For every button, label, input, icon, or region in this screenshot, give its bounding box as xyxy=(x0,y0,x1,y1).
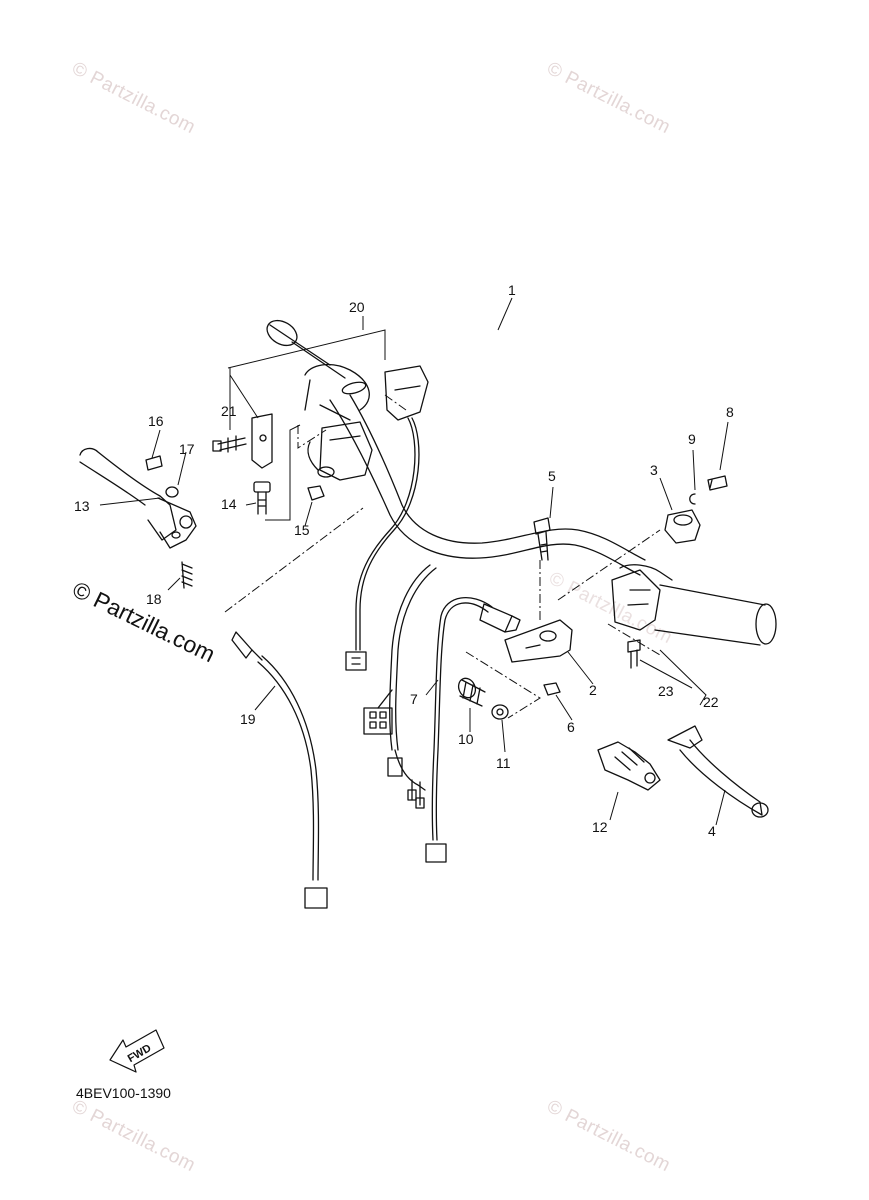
callout-19: 19 xyxy=(240,711,256,727)
clutch-lever-right xyxy=(667,725,769,818)
callout-8: 8 xyxy=(726,404,734,420)
callout-21: 21 xyxy=(221,403,237,419)
callout-4: 4 xyxy=(708,823,716,839)
clutch-bracket xyxy=(504,517,573,696)
fwd-arrow xyxy=(109,1029,165,1073)
clutch-switch xyxy=(457,603,521,720)
callout-2: 2 xyxy=(589,682,597,698)
callout-7: 7 xyxy=(410,691,418,707)
callout-15: 15 xyxy=(294,522,310,538)
left-grip-switch xyxy=(212,319,429,481)
callout-10: 10 xyxy=(458,731,474,747)
callout-18: 18 xyxy=(146,591,162,607)
brake-switch-wire xyxy=(231,631,328,909)
callout-6: 6 xyxy=(567,719,575,735)
callout-20: 20 xyxy=(349,299,365,315)
callout-16: 16 xyxy=(148,413,164,429)
hot-start-lever xyxy=(597,741,661,791)
callout-11: 11 xyxy=(496,755,511,771)
wire-harness xyxy=(363,564,493,863)
callout-13: 13 xyxy=(74,498,90,514)
right-grip-throttle xyxy=(611,475,777,669)
callout-5: 5 xyxy=(548,468,556,484)
callout-23: 23 xyxy=(658,683,674,699)
left-switch-wire xyxy=(345,417,420,671)
diagram-code: 4BEV100-1390 xyxy=(76,1085,171,1101)
callout-1: 1 xyxy=(508,282,516,298)
lever-pivot-parts xyxy=(253,481,325,515)
callout-12: 12 xyxy=(592,819,608,835)
callout-17: 17 xyxy=(179,441,195,457)
handlebar xyxy=(329,394,646,576)
callout-22: 22 xyxy=(703,694,719,710)
callout-14: 14 xyxy=(221,496,237,512)
brake-lever-left xyxy=(79,447,197,589)
callout-9: 9 xyxy=(688,431,696,447)
callout-3: 3 xyxy=(650,462,658,478)
